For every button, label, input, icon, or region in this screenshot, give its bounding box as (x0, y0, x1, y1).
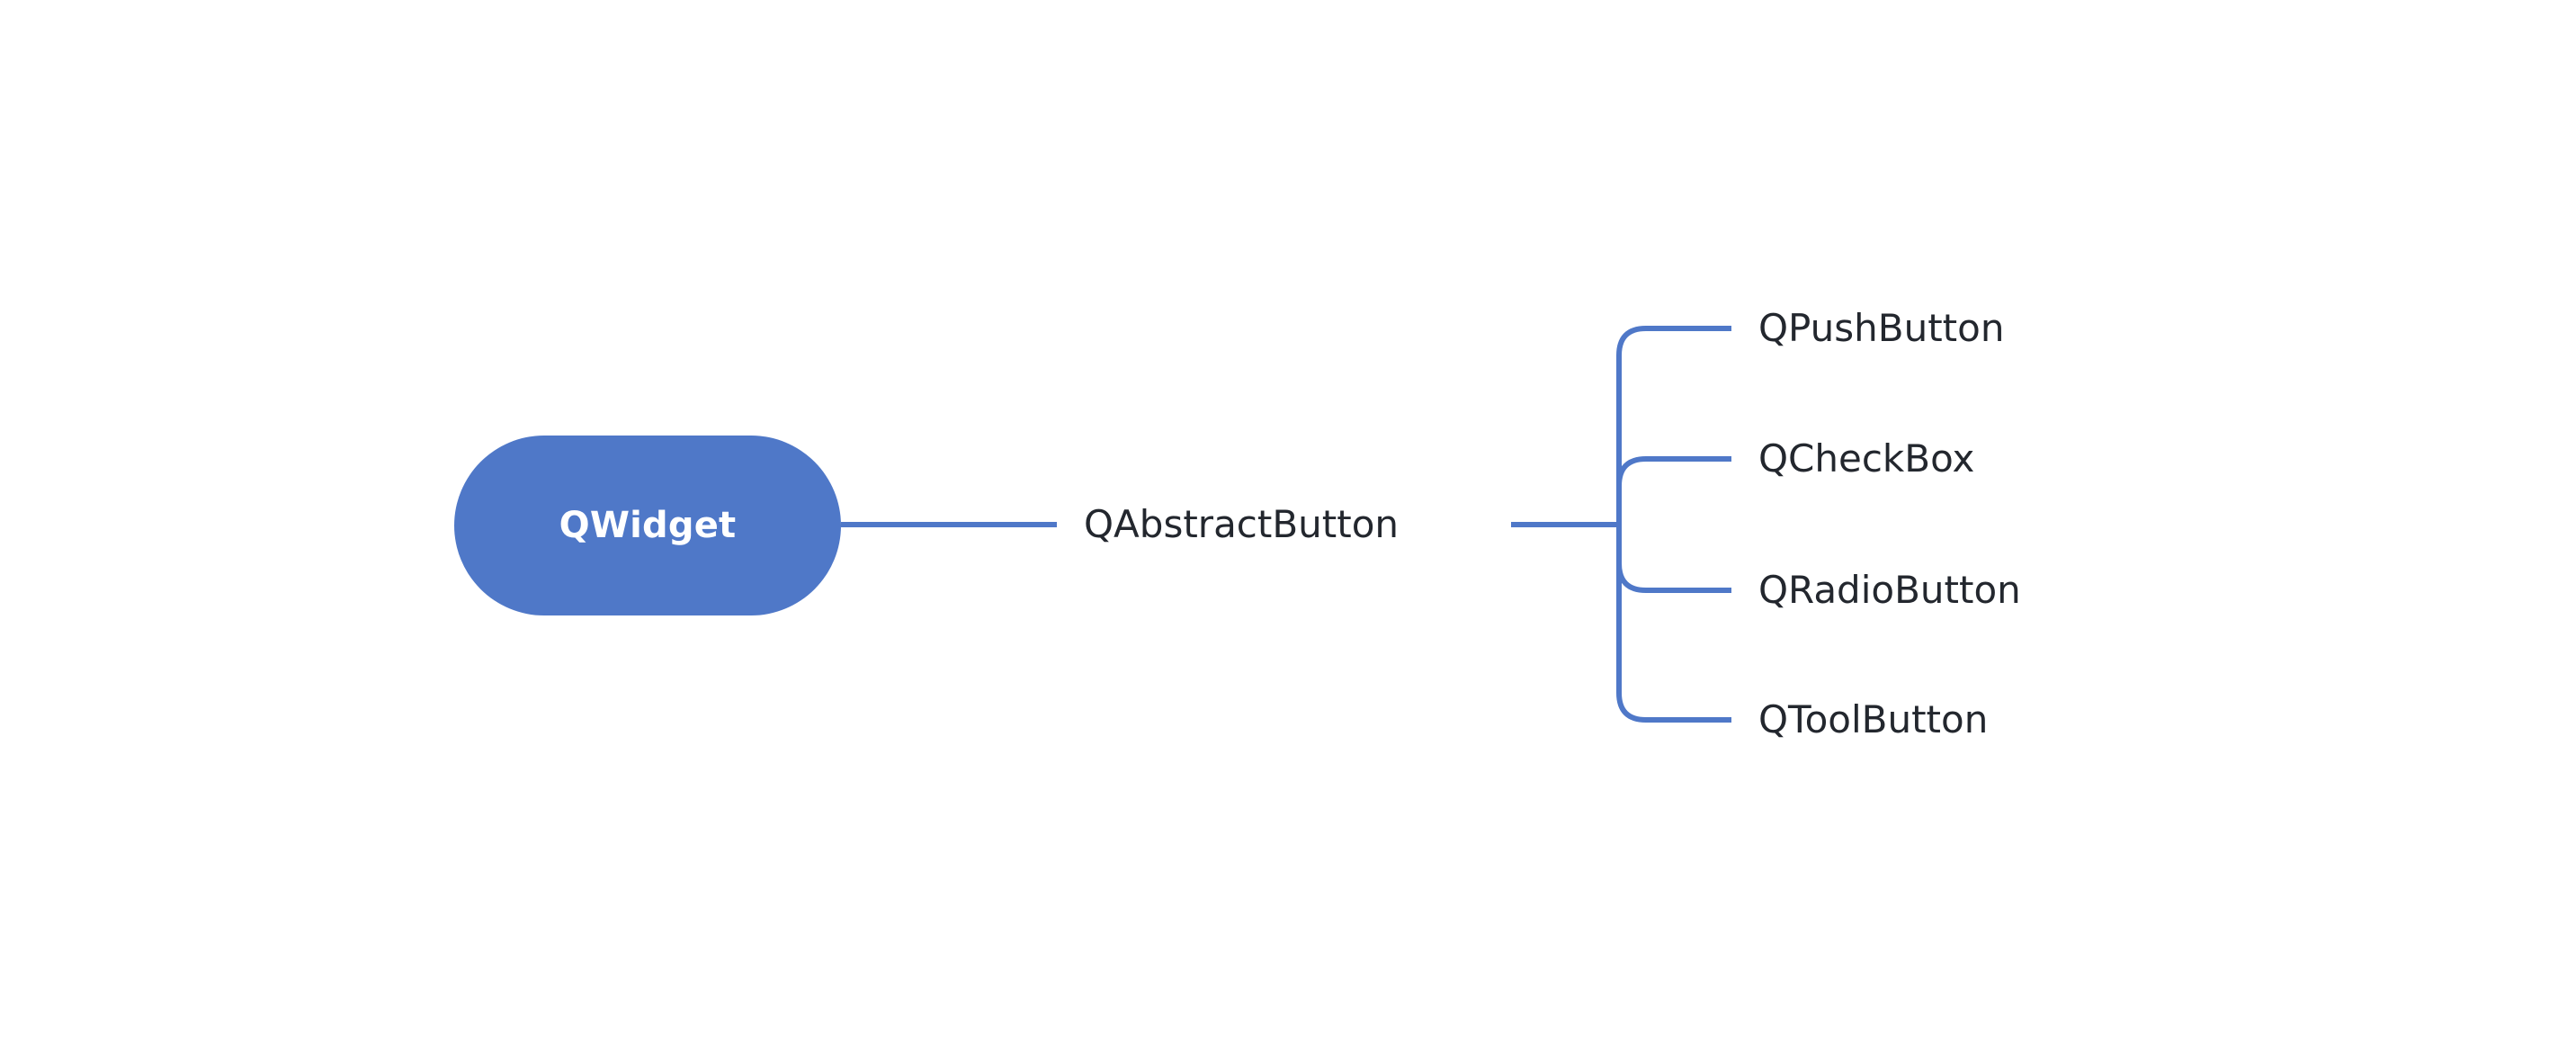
node-qcheckbox[interactable]: QCheckBox (1758, 436, 1975, 481)
link-spine-to-qtoolbutton (1616, 525, 1731, 723)
node-qpushbutton[interactable]: QPushButton (1758, 306, 2005, 350)
node-qwidget[interactable]: QWidget (454, 436, 841, 615)
link-spine-to-qcheckbox (1616, 456, 1731, 525)
link-spine-to-qradiobutton (1616, 525, 1731, 593)
link-spine-to-qpushbutton (1616, 326, 1731, 525)
node-qradiobutton[interactable]: QRadioButton (1758, 568, 2021, 612)
node-qtoolbutton[interactable]: QToolButton (1758, 697, 1989, 741)
node-qabstractbutton[interactable]: QAbstractButton (1084, 502, 1400, 546)
node-qwidget-label: QWidget (559, 505, 737, 546)
